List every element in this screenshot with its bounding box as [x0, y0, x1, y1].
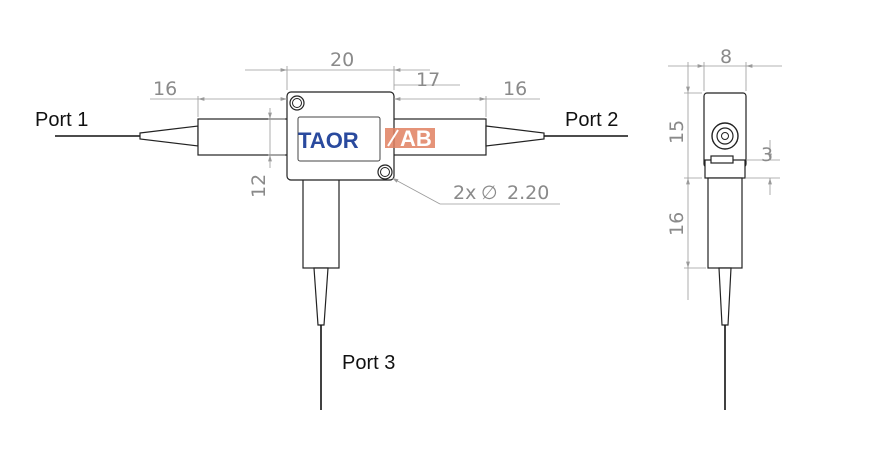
port1-boot — [139, 125, 199, 147]
port3-sleeve — [302, 177, 340, 269]
dim-side-step: 3 — [761, 144, 773, 166]
dim-side-lower: 16 — [666, 212, 688, 236]
side-dimensions: 8 15 16 3 — [666, 46, 782, 300]
dim-right-offset: 17 — [416, 69, 440, 91]
dim-top-width: 20 — [330, 49, 354, 71]
dim-side-height: 15 — [666, 120, 688, 144]
dim-hole-count: 2x — [453, 182, 476, 204]
dim-side-width: 8 — [720, 46, 732, 68]
port2-boot — [485, 125, 545, 147]
port2-label: Port 2 — [565, 109, 618, 131]
side-boot — [718, 267, 732, 326]
dim-right-pigtail: 16 — [503, 78, 527, 100]
logo-right: AB — [400, 126, 432, 151]
side-tab — [710, 155, 734, 164]
side-sleeve — [707, 177, 743, 269]
port3-boot — [313, 267, 329, 326]
dim-hole-diameter: 2.20 — [507, 182, 549, 204]
dim-body-height: 12 — [248, 174, 270, 198]
logo-badge — [385, 128, 435, 148]
front-view: TAOR AB Port 1 Port 2 Port 3 — [35, 91, 628, 410]
side-view — [703, 92, 747, 410]
dim-left-pigtail: 16 — [153, 78, 177, 100]
port3-label: Port 3 — [342, 352, 395, 374]
port1-label: Port 1 — [35, 109, 88, 131]
front-dimensions: 20 16 17 16 12 2x ∅ 2.20 — [150, 49, 560, 205]
logo-left: TAOR — [298, 128, 359, 153]
diameter-icon: ∅ — [481, 182, 498, 204]
side-port-core — [721, 132, 729, 140]
port1-sleeve — [197, 118, 289, 156]
logo-slash-icon — [387, 129, 399, 147]
label-plate — [297, 116, 381, 162]
